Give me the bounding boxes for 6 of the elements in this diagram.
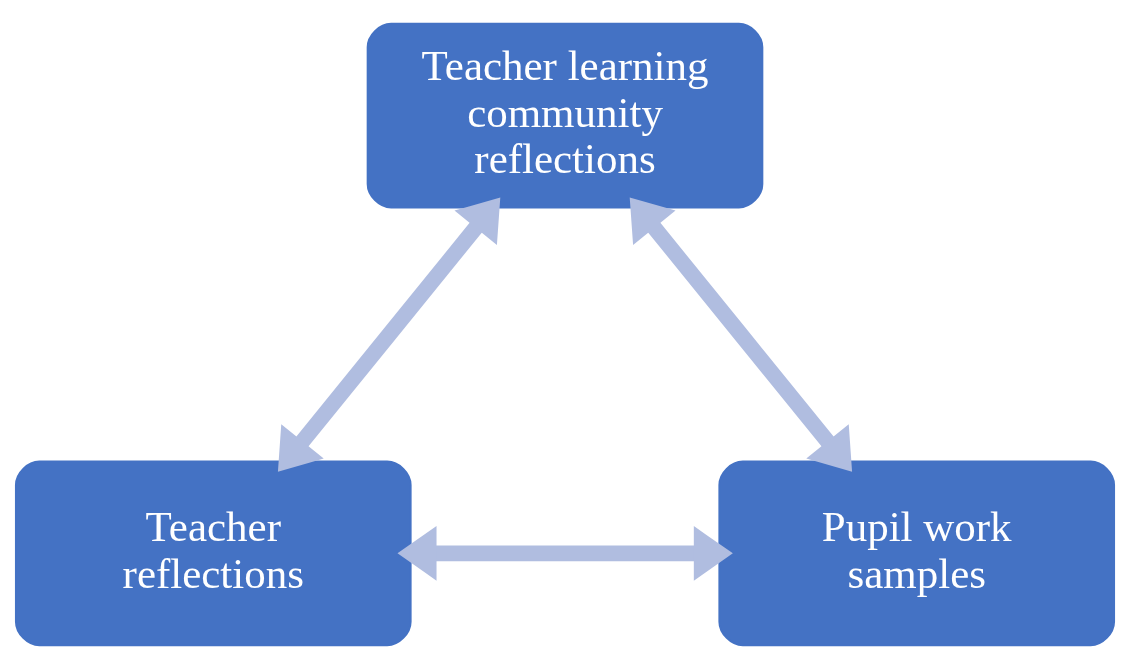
arrow — [277, 196, 501, 472]
arrow — [629, 196, 853, 472]
node-box: Teacher learning community reflections — [366, 22, 764, 208]
arrow — [397, 525, 733, 581]
node-box: Pupil work samples — [718, 460, 1116, 646]
node-box: Teacher reflections — [14, 460, 412, 646]
